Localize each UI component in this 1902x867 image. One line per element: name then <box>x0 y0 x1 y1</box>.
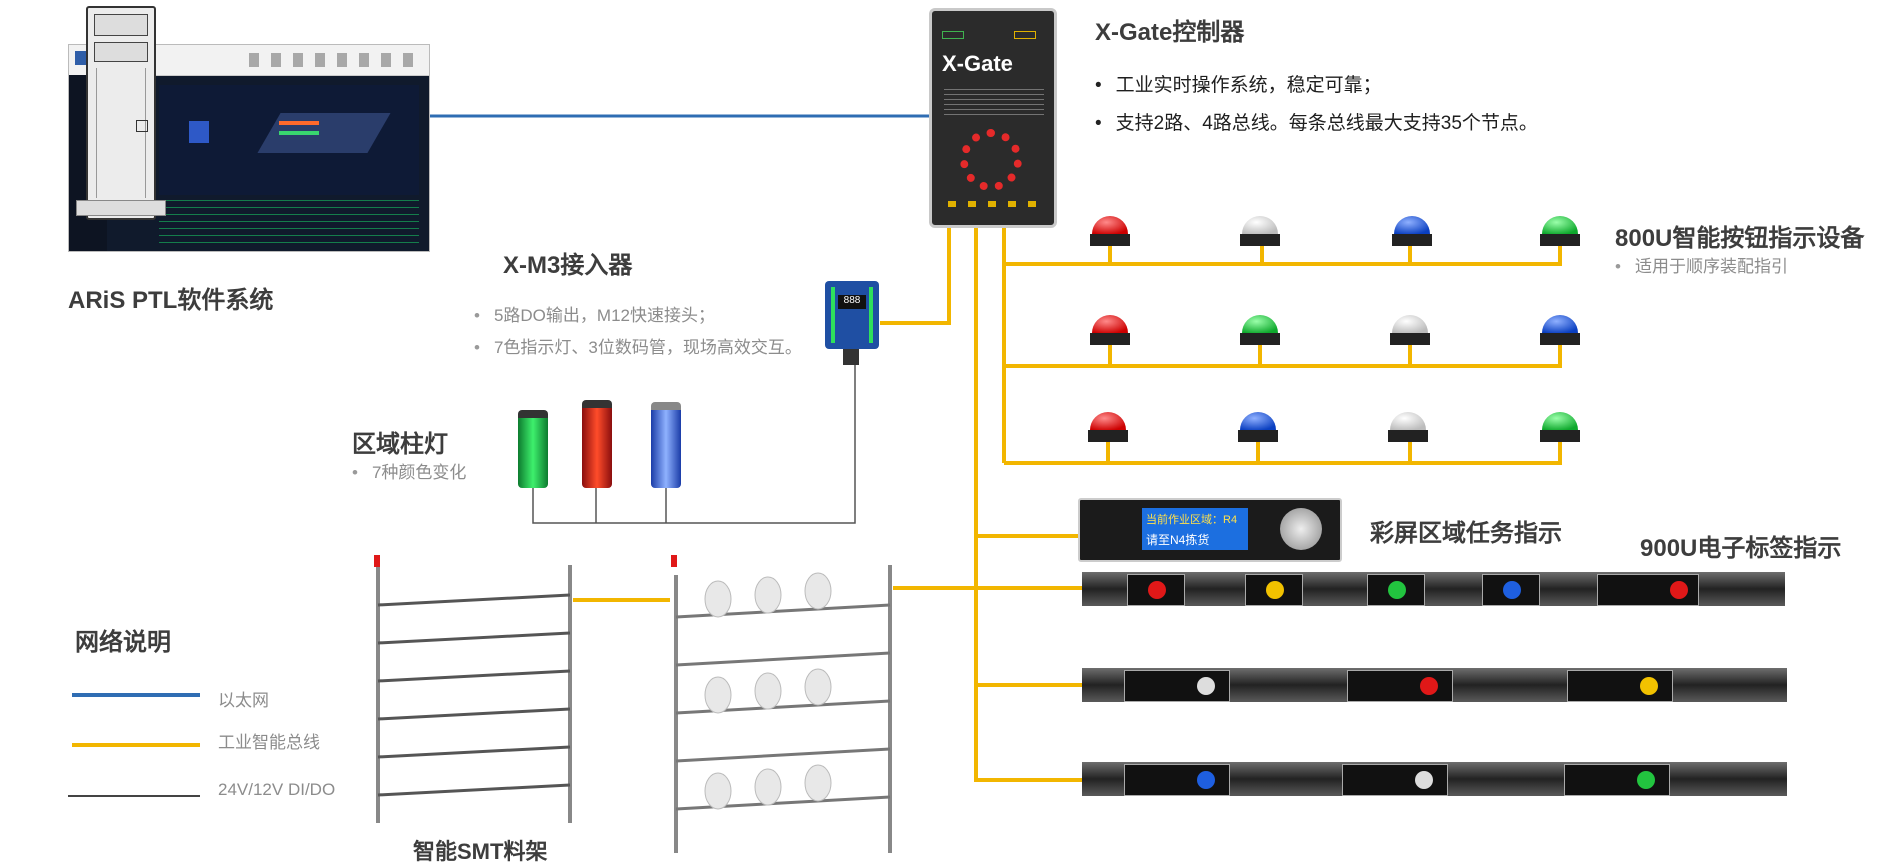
screen-line-1: 当前作业区域：R4 <box>1146 514 1238 526</box>
buttons800u-bullet: 适用于顺序装配指引 <box>1615 252 1788 277</box>
smt-title: 智能SMT料架 <box>413 839 548 864</box>
smt-rack-1 <box>374 555 572 823</box>
controller-bullet-2: 支持2路、4路总线。每条总线最大支持35个节点。 <box>1095 108 1538 135</box>
legend-line-ethernet <box>72 693 200 697</box>
label-bar-1 <box>1082 572 1785 606</box>
legend-label-io: 24V/12V DI/DO <box>218 780 336 799</box>
software-title: ARiS PTL软件系统 <box>68 287 274 314</box>
legend-line-io <box>68 795 200 797</box>
m3-device: 888 <box>825 281 879 349</box>
screen-line-2: 请至N4拣货 <box>1146 533 1210 547</box>
m3-title: X-M3接入器 <box>503 252 633 279</box>
xgate-controller: X-Gate <box>929 8 1057 228</box>
column-light-title: 区域柱灯 <box>352 431 448 458</box>
column-light-red <box>582 400 612 488</box>
legend-label-bus: 工业智能总线 <box>218 733 320 752</box>
button-row-2 <box>1090 315 1580 345</box>
legend-line-bus <box>72 743 200 747</box>
column-light-blue <box>651 402 681 488</box>
m3-bullet-2: 7色指示灯、3位数码管，现场高效交互。 <box>474 333 802 358</box>
buttons800u-title: 800U智能按钮指示设备 <box>1615 225 1865 252</box>
controller-title: X-Gate控制器 <box>1095 19 1245 46</box>
label-bar-2 <box>1082 668 1787 702</box>
button-row-3 <box>1088 412 1580 442</box>
legend-title: 网络说明 <box>75 629 171 656</box>
button-grid <box>1088 216 1580 442</box>
m3-connector <box>843 349 859 365</box>
xgate-logo: X-Gate <box>942 51 1013 76</box>
label900u-title: 900U电子标签指示 <box>1640 535 1842 562</box>
server-tower <box>86 6 156 220</box>
color-screen-title: 彩屏区域任务指示 <box>1370 520 1562 547</box>
smt-rack-2 <box>671 555 892 853</box>
m3-bullet-1: 5路DO输出，M12快速接头； <box>474 301 715 326</box>
legend-label-ethernet: 以太网 <box>218 691 269 710</box>
controller-bullet-1: 工业实时操作系统，稳定可靠； <box>1095 70 1382 97</box>
label-bar-3 <box>1082 762 1787 796</box>
column-light-green <box>518 410 548 488</box>
column-light-bullet: 7种颜色变化 <box>352 458 466 483</box>
led-ring <box>960 129 1022 191</box>
server-base <box>76 200 166 216</box>
color-screen-device: 当前作业区域：R4 请至N4拣货 <box>1078 498 1342 562</box>
button-row-1 <box>1090 216 1580 246</box>
